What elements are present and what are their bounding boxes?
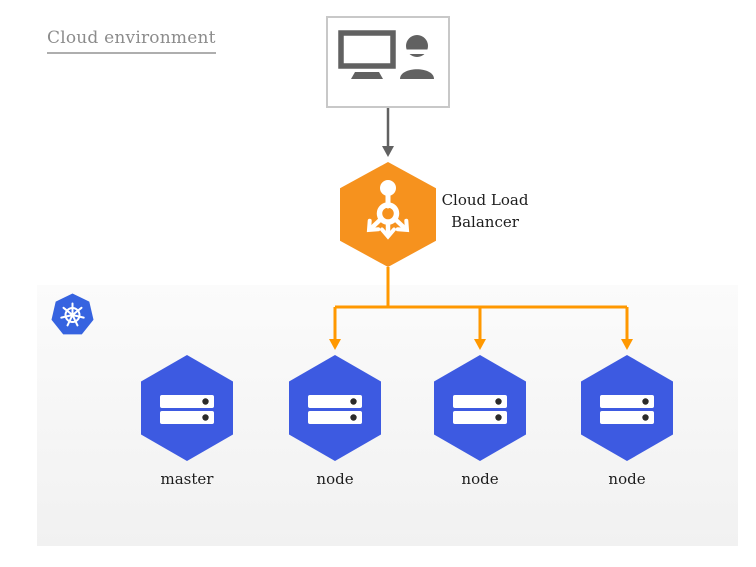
cluster-node-master: master xyxy=(141,355,233,488)
server-icon xyxy=(160,395,214,424)
page-title: Cloud environment xyxy=(47,28,216,54)
cluster-node-1: node xyxy=(289,355,381,488)
node-label: master xyxy=(160,470,214,488)
monitor-and-person-icon xyxy=(338,30,434,79)
server-icon xyxy=(308,395,362,424)
helm-wheel-icon xyxy=(60,302,85,327)
hexagon-shape xyxy=(434,355,526,461)
load-balancer-label: Cloud Load Balancer xyxy=(441,191,529,231)
hexagon-shape xyxy=(581,355,673,461)
load-balancer-icon xyxy=(366,180,410,240)
user-to-lb-arrow xyxy=(382,108,394,157)
node-label: node xyxy=(461,470,499,488)
node-label: node xyxy=(608,470,646,488)
user-workstation-box xyxy=(326,16,450,108)
monitor-icon xyxy=(338,30,396,79)
kubernetes-icon xyxy=(51,293,94,335)
hexagon-shape xyxy=(289,355,381,461)
person-icon xyxy=(400,35,434,79)
cluster-node-3: node xyxy=(581,355,673,488)
server-icon xyxy=(600,395,654,424)
cluster-node-2: node xyxy=(434,355,526,488)
server-icon xyxy=(453,395,507,424)
hexagon-shape xyxy=(141,355,233,461)
node-label: node xyxy=(316,470,354,488)
load-balancer-node xyxy=(340,162,436,267)
